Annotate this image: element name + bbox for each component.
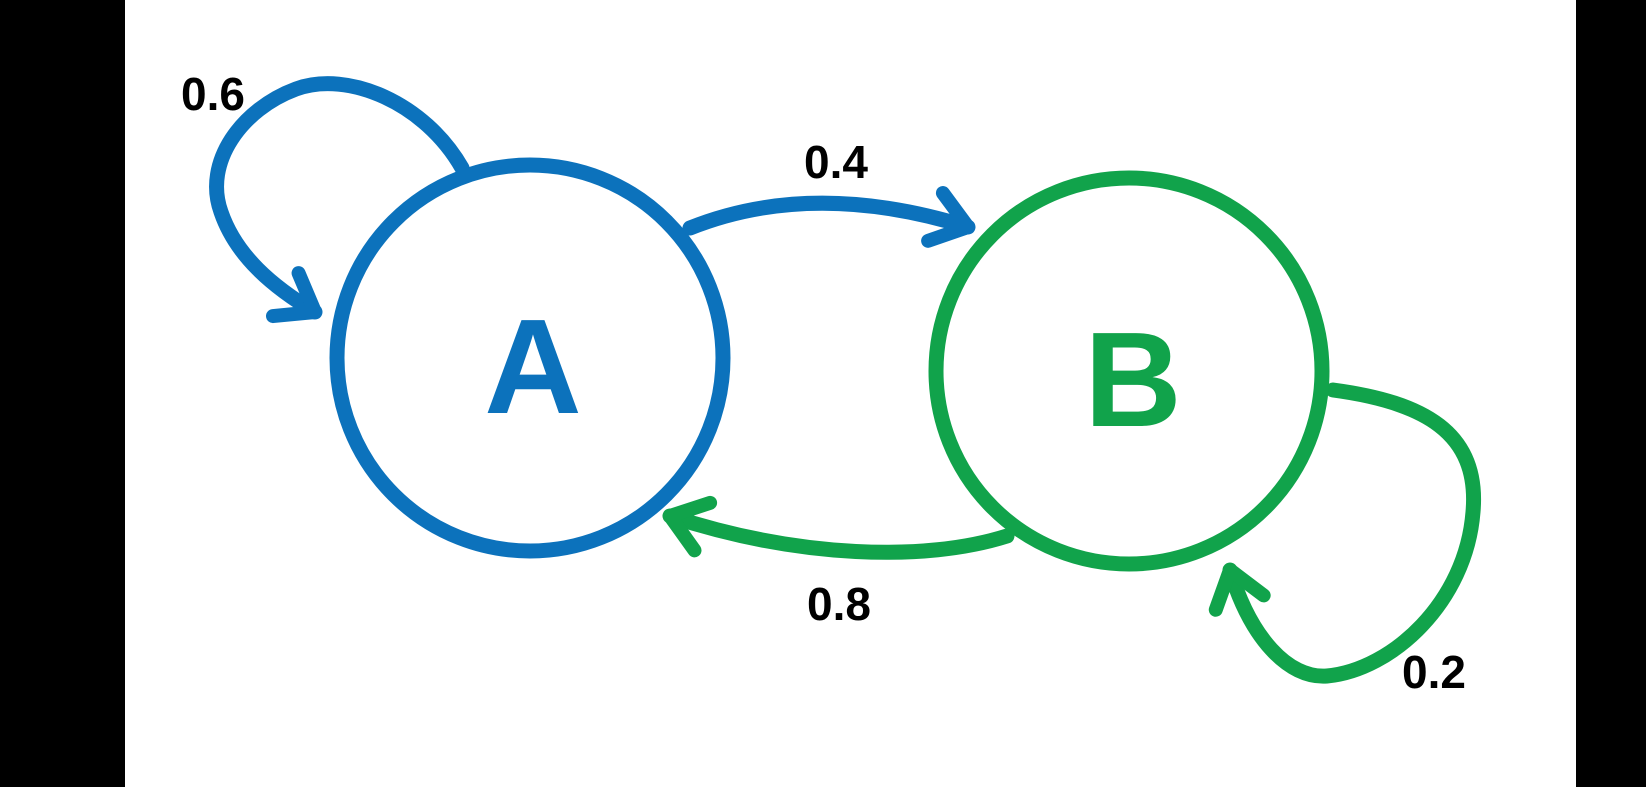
edge-a-to-b-probability-label: 0.4 bbox=[804, 136, 868, 188]
edge-a-to-b bbox=[682, 186, 976, 248]
state-b-circle bbox=[928, 170, 1330, 572]
self-loop-a-edge bbox=[209, 76, 470, 324]
self-loop-b-probability-label: 0.2 bbox=[1402, 646, 1466, 698]
edge-b-to-a bbox=[662, 495, 1015, 560]
letterbox-bar-left bbox=[0, 0, 125, 787]
state-a-label: A bbox=[484, 291, 582, 442]
self-loop-a-probability-label: 0.6 bbox=[181, 68, 245, 120]
self-loop-b-edge bbox=[1208, 382, 1482, 684]
letterbox-bar-right bbox=[1576, 0, 1646, 787]
state-b-label: B bbox=[1084, 304, 1182, 455]
state-a-circle bbox=[329, 157, 731, 559]
edge-b-to-a-probability-label: 0.8 bbox=[807, 578, 871, 630]
